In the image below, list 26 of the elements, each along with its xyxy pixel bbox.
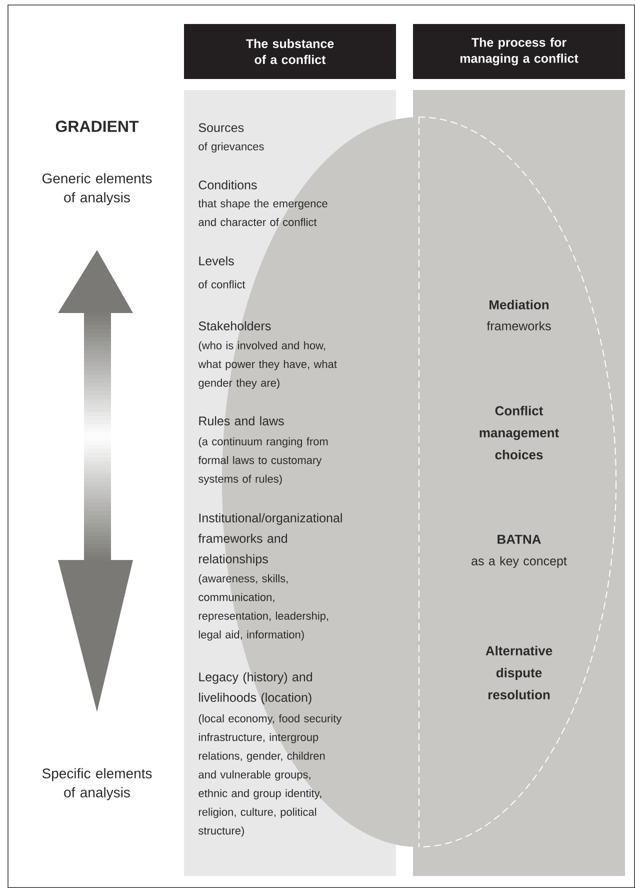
item-heading: Mediation <box>490 300 549 310</box>
header-box: The process for managing a conflict <box>413 24 625 79</box>
header-box: The substance of a conflict <box>184 24 396 79</box>
item-heading: Institutional/organizational frameworks and relationships <box>198 513 342 566</box>
item-description: of grievances <box>198 142 264 153</box>
gradient-heading: GRADIENT <box>56 120 139 132</box>
item-heading: Conditions <box>198 180 257 190</box>
item-heading: Levels <box>199 256 234 266</box>
item-heading: BATNA <box>498 534 541 544</box>
item-description: as a key concept <box>472 556 567 568</box>
scale-end-label: Specific elements of analysis <box>42 768 152 800</box>
item-description: frameworks <box>486 321 551 330</box>
panel-background <box>413 90 625 876</box>
item-description: (local economy, food security infrastructure, intergroup relations, gender, children and vulnerable groups, ethnic and group identity, religion, culture, political structure) <box>198 714 342 837</box>
item-heading: Stakeholders <box>198 321 271 330</box>
item-description: (who is involved and how, what power they have, what gender they are) <box>198 341 337 389</box>
item-heading: Legacy (history) and livelihoods (location) <box>199 672 312 704</box>
item-heading: Sources <box>198 123 244 132</box>
item-heading: Conflict management choices <box>480 406 559 460</box>
item-description: (a continuum ranging from formal laws to customary systems of rules) <box>198 437 328 485</box>
item-heading: Rules and laws <box>199 416 284 426</box>
item-description: (awareness, skills, communication, representation, leadership, legal aid, information) <box>198 574 328 641</box>
scale-end-label: Generic elements of analysis <box>42 173 152 206</box>
item-description: that shape the emergence and character of conflict <box>198 199 328 226</box>
item-description: of conflict <box>198 280 246 288</box>
item-heading: Alternative dispute resolution <box>486 646 552 700</box>
